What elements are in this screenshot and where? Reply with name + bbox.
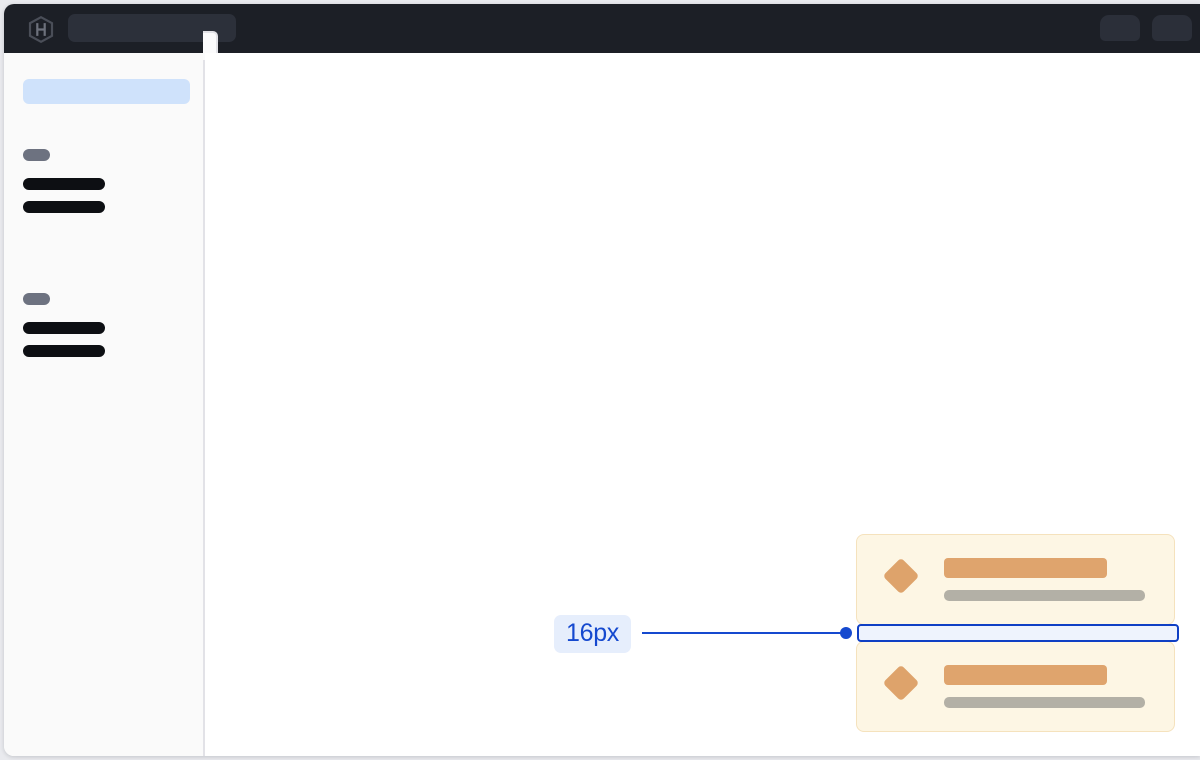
card-title-placeholder: [944, 665, 1107, 685]
application-window: 16px: [4, 4, 1200, 756]
spacing-measurement-box: [857, 624, 1179, 642]
sidebar-group-1: [23, 149, 193, 213]
diamond-icon: [882, 557, 920, 595]
sidebar-group-1-label: [23, 149, 50, 161]
measurement-endpoint-dot: [840, 627, 852, 639]
sidebar-item-2-1[interactable]: [23, 322, 105, 334]
sidebar-item-1-1[interactable]: [23, 178, 105, 190]
top-navigation-bar: [4, 4, 1200, 53]
content-card-1[interactable]: [856, 534, 1175, 625]
sidebar: [4, 53, 205, 756]
card-subtitle-placeholder: [944, 697, 1145, 708]
measurement-value-label: 16px: [554, 615, 632, 653]
diamond-icon: [882, 664, 920, 702]
topbar-avatar-placeholder[interactable]: [1152, 15, 1192, 41]
sidebar-group-2: [23, 293, 193, 357]
hexagon-brand-logo-icon[interactable]: [28, 15, 54, 44]
card-subtitle-placeholder: [944, 590, 1145, 601]
sidebar-item-1-2[interactable]: [23, 201, 105, 213]
topbar-action-placeholder-1[interactable]: [1100, 15, 1140, 41]
sidebar-group-2-label: [23, 293, 50, 305]
card-title-placeholder: [944, 558, 1107, 578]
sidebar-item-selected[interactable]: [23, 79, 190, 104]
content-card-2[interactable]: [856, 641, 1175, 732]
main-content-canvas: 16px: [205, 53, 1200, 756]
sidebar-item-2-2[interactable]: [23, 345, 105, 357]
measurement-leader-line: [642, 632, 847, 634]
